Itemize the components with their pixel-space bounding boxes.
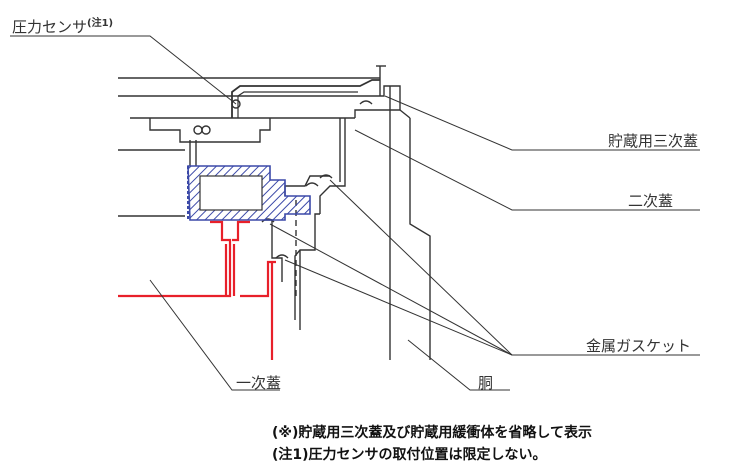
leader-lines	[10, 35, 700, 391]
primary-lid-red-outline	[118, 220, 276, 360]
footnote-omitted: (※)貯蔵用三次蓋及び貯蔵用緩衝体を省略して表示	[272, 425, 592, 441]
pressure-sensor-note-marker: (注1)	[87, 18, 114, 29]
metal-gasket-label: 金属ガスケット	[586, 337, 692, 355]
primary-lid-label: 一次蓋	[236, 374, 282, 392]
lid-structure-outline	[118, 65, 431, 360]
secondary-lid-label: 二次蓋	[628, 192, 674, 210]
body-label: 胴	[478, 374, 494, 392]
footnote-1: (注1)圧力センサの取付位置は限定しない。	[272, 447, 547, 463]
pressure-sensor-text: 圧力センサ	[12, 18, 88, 36]
storage-tertiary-lid-label: 貯蔵用三次蓋	[608, 132, 699, 150]
pressure-sensor-label: 圧力センサ(注1)	[12, 14, 113, 37]
secondary-lid-hatched-section	[187, 165, 311, 221]
